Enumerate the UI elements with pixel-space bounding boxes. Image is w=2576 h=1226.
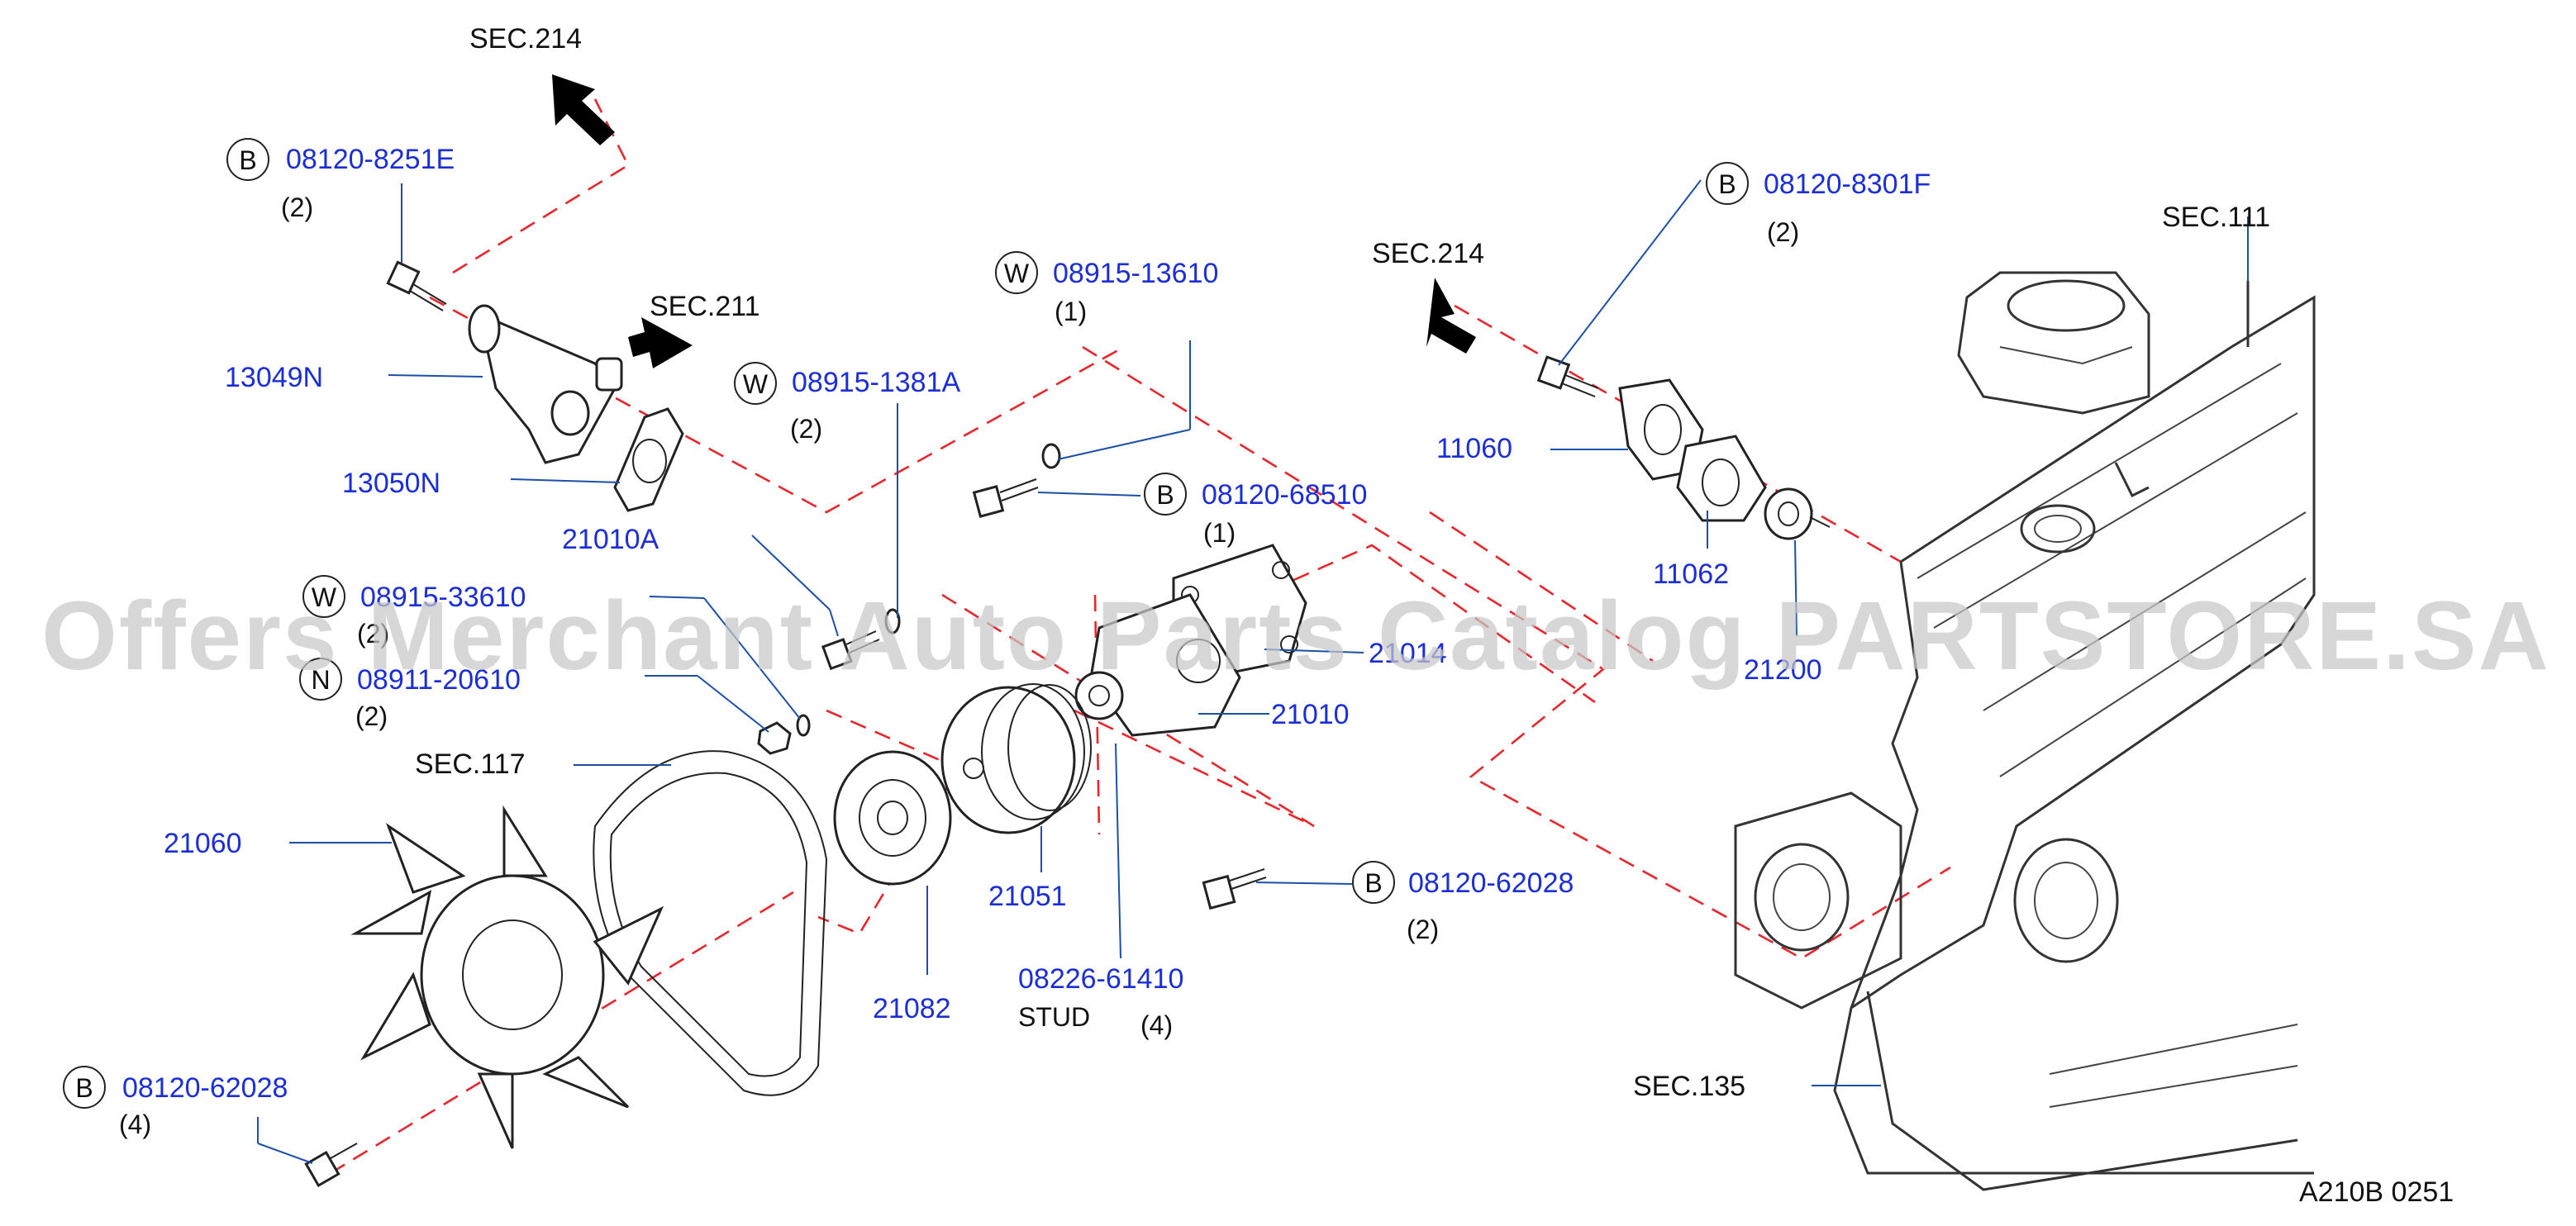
badge-letter: N [311, 665, 330, 695]
qty-08915-33610: (2) [357, 619, 389, 649]
badge-n-20610: N [299, 658, 342, 701]
nut-washer-icon [757, 714, 811, 755]
part-number-21014[interactable]: 21014 [1369, 638, 1447, 669]
part-number-21051[interactable]: 21051 [988, 881, 1067, 912]
bolt-62028-fan-icon [304, 1143, 358, 1188]
section-ref-sec117[interactable]: SEC.117 [415, 748, 526, 780]
badge-b-8251e: B [226, 138, 269, 181]
badge-letter: W [743, 369, 769, 399]
qty-08120-62028-pump: (2) [1407, 915, 1439, 944]
part-number-08915-13610[interactable]: 08915-13610 [1053, 258, 1218, 289]
bolt-21010a-icon [821, 608, 901, 671]
part-number-08120-68510[interactable]: 08120-68510 [1202, 479, 1367, 511]
arrow-sec214-right-icon [1426, 278, 1476, 354]
badges: B W W B W N B B [63, 138, 1749, 1109]
part-number-08120-8251e[interactable]: 08120-8251E [286, 144, 455, 175]
part-number-08120-62028-fan[interactable]: 08120-62028 [122, 1072, 288, 1104]
drive-belt-icon [593, 750, 828, 1096]
part-number-21010a[interactable]: 21010A [562, 524, 659, 555]
badge-w-13610: W [995, 251, 1038, 294]
stud-label: STUD [1018, 1002, 1090, 1032]
water-pump-icon [1074, 593, 1241, 737]
qty-08915-1381a: (2) [790, 414, 822, 444]
qty-08120-8301f: (2) [1767, 217, 1799, 247]
badge-w-1381a: W [734, 362, 777, 405]
pulley-icon [940, 683, 1092, 834]
section-ref-sec135[interactable]: SEC.135 [1633, 1071, 1745, 1102]
badge-letter: B [1156, 480, 1174, 510]
part-number-11062[interactable]: 11062 [1653, 558, 1729, 590]
section-ref-sec111[interactable]: SEC.111 [2162, 202, 2270, 233]
part-number-08911-20610[interactable]: 08911-20610 [357, 664, 521, 696]
section-ref-sec214-top[interactable]: SEC.214 [469, 23, 582, 55]
diagram-code: A210B 0251 [2299, 1176, 2454, 1208]
thermostat-icon [1764, 487, 1831, 540]
qty-08911-20610: (2) [355, 701, 388, 731]
part-number-21060[interactable]: 21060 [164, 828, 242, 859]
badge-b-62028-pump: B [1352, 861, 1395, 904]
fan-blade-icon [350, 805, 664, 1149]
arrow-sec214-top-icon [552, 74, 615, 145]
part-number-08915-1381a[interactable]: 08915-1381A [792, 367, 961, 398]
part-number-21200[interactable]: 21200 [1744, 654, 1822, 686]
bolt-8301f-icon [1536, 355, 1599, 397]
part-number-08120-8301f[interactable]: 08120-8301F [1764, 169, 1931, 200]
section-ref-sec211[interactable]: SEC.211 [650, 291, 760, 322]
part-number-21010[interactable]: 21010 [1271, 699, 1350, 730]
gasket-13050n-icon [613, 407, 684, 512]
water-outlet-icon [468, 304, 623, 464]
bolt-68510-icon [972, 443, 1061, 518]
badge-letter: B [75, 1073, 93, 1103]
gasket-11062-icon [1676, 435, 1767, 522]
badge-letter: W [312, 582, 337, 612]
badge-b-62028-fan: B [63, 1066, 106, 1109]
qty-08915-13610: (1) [1055, 297, 1087, 326]
qty-08120-68510: (1) [1203, 518, 1236, 548]
labels: SEC.214 SEC.211 SEC.214 SEC.111 SEC.117 … [119, 23, 2454, 1208]
part-number-13050n[interactable]: 13050N [342, 468, 440, 499]
bolt-8251e-icon [386, 260, 447, 311]
badge-w-33610: W [302, 575, 345, 618]
bolt-62028-pump-icon [1202, 868, 1267, 910]
badge-letter: W [1004, 259, 1030, 288]
badge-letter: B [239, 145, 256, 175]
part-number-08226-61410[interactable]: 08226-61410 [1018, 963, 1183, 995]
badge-letter: B [1364, 868, 1382, 898]
part-number-08915-33610[interactable]: 08915-33610 [360, 582, 526, 613]
qty-08120-62028-fan: (4) [119, 1110, 151, 1139]
qty-08120-8251e: (2) [281, 192, 313, 222]
part-drawings [304, 260, 1831, 1188]
watermark-text: Offers Merchant Auto Parts Catalog PARTS… [41, 582, 2550, 691]
part-number-11060[interactable]: 11060 [1436, 433, 1512, 464]
dashed-assembly-lines [330, 98, 1951, 1175]
part-number-13049n[interactable]: 13049N [225, 362, 323, 393]
part-number-21082[interactable]: 21082 [873, 993, 951, 1024]
engine-block-drawing [1734, 271, 2316, 1191]
direction-arrows [552, 74, 1476, 368]
fan-coupling-icon [833, 750, 952, 886]
part-number-08120-62028-pump[interactable]: 08120-62028 [1408, 867, 1574, 899]
badge-letter: B [1718, 169, 1736, 199]
arrow-sec211-icon [628, 317, 693, 368]
section-ref-sec214-right[interactable]: SEC.214 [1372, 238, 1484, 269]
qty-08226-61410: (4) [1140, 1010, 1173, 1040]
leader-lines [257, 179, 2249, 1164]
badge-b-8301f: B [1706, 162, 1749, 205]
badge-b-68510: B [1144, 473, 1187, 516]
